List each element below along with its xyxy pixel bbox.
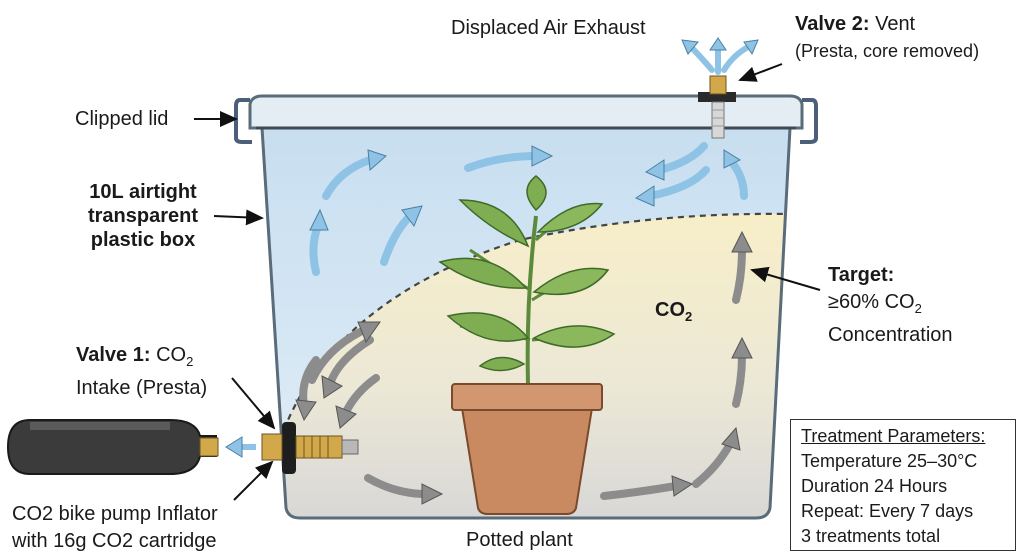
parameter-row: Repeat: Every 7 days bbox=[801, 501, 974, 521]
leader-valve-2 bbox=[738, 63, 783, 82]
co2-zone-subscript: 2 bbox=[685, 309, 693, 324]
gray-arrow bbox=[364, 474, 430, 498]
target-title: Target: bbox=[828, 264, 895, 286]
gray-arrow bbox=[732, 246, 746, 304]
gray-arrow bbox=[342, 374, 380, 416]
lid-clip-right bbox=[800, 98, 818, 144]
gray-arrow bbox=[732, 352, 746, 408]
box-label-line-3: plastic box bbox=[90, 229, 196, 251]
plant-pot bbox=[451, 383, 603, 515]
gray-arrow bbox=[326, 336, 374, 388]
target-value: ≥60% CO2 bbox=[828, 289, 953, 322]
co2-zone-text: CO bbox=[655, 299, 685, 321]
cartridge-line-2: with 16g CO2 cartridge bbox=[12, 530, 217, 552]
parameter-row: Temperature 25–30°C bbox=[801, 451, 978, 471]
target-value-text: ≥60% CO bbox=[828, 291, 915, 313]
plant-label: Potted plant bbox=[466, 529, 573, 551]
blue-arrow bbox=[309, 222, 322, 276]
valve-2-title: Valve 2: bbox=[795, 13, 870, 35]
valve-2-name: Vent bbox=[875, 13, 916, 35]
box-label-line-2: transparent bbox=[87, 205, 199, 227]
blue-arrow bbox=[464, 152, 540, 172]
co2-zone-label: CO2 bbox=[655, 298, 692, 329]
valve-2-label: Valve 2: Vent bbox=[795, 12, 915, 36]
blue-arrow bbox=[656, 142, 708, 174]
blue-arrow bbox=[646, 166, 710, 200]
valve-2-detail: (Presta, core removed) bbox=[795, 41, 980, 61]
valve-1-intake bbox=[261, 422, 359, 474]
box-label: 10L airtight transparent plastic box bbox=[68, 180, 218, 252]
leader-target bbox=[750, 266, 821, 291]
potted-plant bbox=[438, 175, 616, 515]
leader-valve-1 bbox=[231, 377, 276, 430]
valve-1-label: Valve 1: CO2 Intake (Presta) bbox=[76, 342, 207, 402]
intake-flow-arrow bbox=[225, 436, 256, 458]
gray-arrow bbox=[692, 440, 734, 488]
valve-1-line-1: Valve 1: CO2 bbox=[76, 342, 207, 375]
treatment-parameters-box: Treatment Parameters: Temperature 25–30°… bbox=[790, 419, 1016, 551]
leader-box bbox=[213, 209, 264, 226]
plastic-box-outline bbox=[260, 126, 792, 520]
plant-leaves bbox=[438, 175, 616, 385]
blue-arrow bbox=[322, 156, 374, 200]
co2-zone bbox=[262, 213, 790, 518]
exhaust-arrow bbox=[687, 43, 715, 73]
clipped-lid bbox=[234, 94, 818, 144]
valve-1-line-2: Intake (Presta) bbox=[76, 377, 208, 399]
gray-arrow bbox=[600, 482, 680, 500]
leader-cartridge bbox=[233, 460, 274, 501]
cartridge-label: CO2 bike pump Inflator with 16g CO2 cart… bbox=[12, 501, 218, 555]
valve-1-title: Valve 1: bbox=[76, 344, 151, 366]
exhaust-label: Displaced Air Exhaust bbox=[451, 17, 646, 39]
parameter-row: 3 treatments total bbox=[801, 526, 941, 546]
valve-1-name-subscript: 2 bbox=[186, 354, 194, 369]
valve-1-name: CO bbox=[156, 344, 187, 366]
target-label: Target: ≥60% CO2 Concentration bbox=[828, 262, 953, 349]
co2-circulation-arrows bbox=[299, 246, 746, 500]
lid-label: Clipped lid bbox=[75, 108, 169, 130]
leader-arrows bbox=[194, 63, 821, 501]
exhaust-arrow bbox=[721, 43, 753, 73]
gray-arrow bbox=[308, 328, 364, 384]
cartridge-line-1: CO2 bike pump Inflator bbox=[12, 503, 218, 525]
valve-2-vent bbox=[698, 75, 736, 139]
target-concentration: Concentration bbox=[828, 324, 953, 346]
co2-cartridge bbox=[6, 419, 219, 475]
parameter-row: Duration 24 Hours bbox=[801, 476, 948, 496]
box-label-line-1: 10L airtight bbox=[89, 181, 197, 203]
blue-arrow bbox=[380, 212, 414, 266]
target-value-subscript: 2 bbox=[914, 301, 922, 316]
parameters-header: Treatment Parameters: bbox=[801, 426, 986, 446]
